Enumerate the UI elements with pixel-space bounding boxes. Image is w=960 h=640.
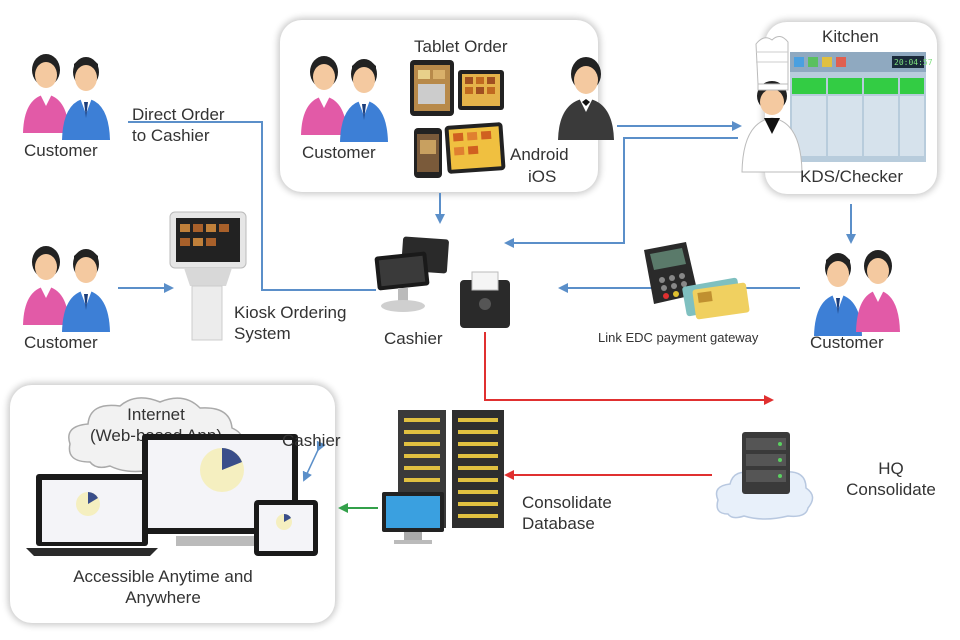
consolidate-line2: Database [522, 514, 595, 534]
kiosk-line2: System [234, 324, 291, 344]
arrow-cashier-web-link [302, 440, 326, 482]
kiosk-icon [169, 211, 247, 341]
kiosk-label: Kiosk Ordering System [234, 302, 346, 345]
pos-terminal-icon [374, 236, 449, 312]
consolidate-database-label: Consolidate Database [522, 492, 612, 535]
customer-label-right: Customer [810, 333, 884, 352]
hq-cloud-server-icon [715, 432, 814, 520]
direct-order-line2: to Cashier [132, 126, 210, 146]
accessible-line1: Accessible Anytime and [73, 567, 253, 586]
receipt-printer-icon [460, 271, 510, 328]
waiter-icon [558, 57, 614, 140]
kitchen-label: Kitchen [822, 27, 879, 46]
ios-label: iOS [528, 167, 557, 186]
customer-label-mid-left: Customer [24, 333, 98, 352]
accessible-line2: Anywhere [125, 588, 201, 608]
hq-line1: HQ [878, 459, 904, 478]
customer-icon [814, 250, 900, 336]
arrow-cashier-to-hq [484, 332, 774, 405]
direct-order-label: Direct Order to Cashier [132, 104, 225, 147]
customer-icon [23, 246, 110, 332]
tablet-order-label: Tablet Order [414, 37, 508, 56]
edc-terminal-icon [644, 242, 750, 320]
android-label: Android [510, 145, 569, 164]
kiosk-line1: Kiosk Ordering [234, 303, 347, 322]
hq-consolidate-label: HQ Consolidate [836, 458, 946, 501]
tablet-devices-icon [410, 60, 506, 178]
arrow-direct-order [128, 121, 376, 291]
internet-line1: Internet [127, 405, 185, 424]
kds-clock-text: 20:04:57 [894, 58, 933, 67]
customer-label-tablet: Customer [302, 143, 376, 162]
cashier-small-label: Cashier [282, 431, 341, 450]
arrow-kitchen-to-cashier [504, 137, 738, 248]
chef-icon [741, 36, 803, 173]
kds-checker-label: KDS/Checker [800, 167, 903, 186]
edc-label: Link EDC payment gateway [598, 330, 759, 345]
customer-label-top-left: Customer [24, 141, 98, 160]
direct-order-line1: Direct Order [132, 105, 225, 124]
kds-screen-icon: 20:04:57 [790, 52, 933, 162]
hq-line2: Consolidate [846, 480, 936, 500]
consolidate-line1: Consolidate [522, 493, 612, 512]
accessible-label: Accessible Anytime and Anywhere [50, 566, 276, 609]
database-server-icon [382, 410, 504, 544]
customer-icon [301, 56, 388, 142]
customer-icon [23, 54, 110, 140]
cashier-label: Cashier [384, 329, 443, 348]
web-devices-icon [26, 434, 318, 556]
